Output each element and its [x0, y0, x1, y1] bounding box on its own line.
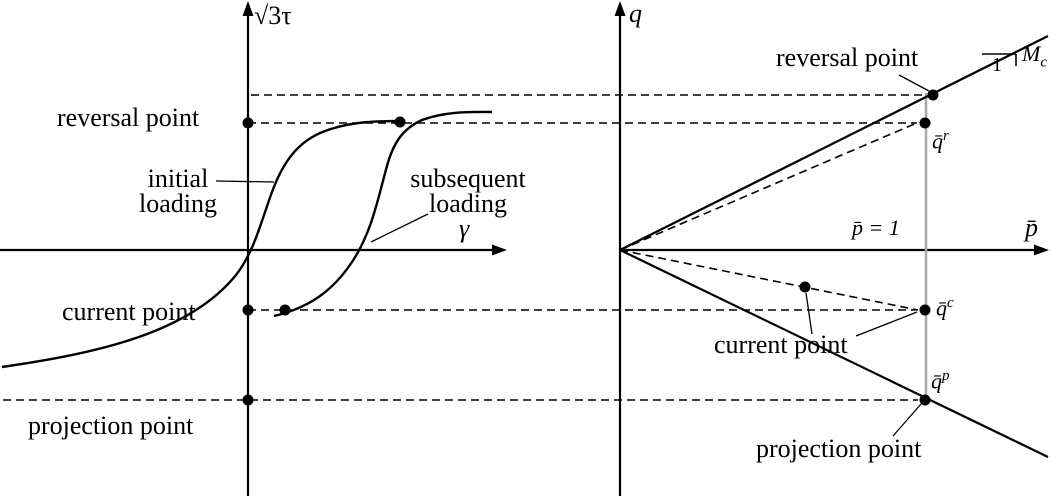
right-reversal-point-label: reversal point: [776, 43, 919, 72]
initial-loading-pointer-line: [215, 180, 275, 183]
current-point-pointer-line-2: [855, 311, 918, 337]
origin-to-current-dashed-ray: [619, 249, 919, 311]
right-y-axis-label: q: [629, 0, 642, 28]
right-current-point-dot: [799, 281, 811, 293]
q-bar-r-label: q̄r: [932, 128, 949, 154]
lower-boundary-line: [619, 249, 1049, 458]
left-current-axis-dot: [242, 304, 254, 316]
subsequent-loading-pointer-line: [370, 213, 429, 243]
left-x-axis-label: γ: [459, 214, 470, 243]
left-current-curve-dot: [279, 304, 291, 316]
right-current-point-label: current point: [714, 330, 848, 359]
critical-state-line-mc: [619, 35, 1049, 251]
initial-loading-curve: [1, 119, 402, 369]
initial-loading-label: initial loading: [128, 164, 228, 218]
left-reversal-axis-dot: [242, 117, 254, 129]
initial-loading-label-line2: loading: [139, 188, 217, 218]
right-x-axis-arrow: [1034, 244, 1049, 256]
left-y-axis-label: √3τ: [254, 1, 292, 30]
left-reversal-curve-dot: [394, 116, 406, 128]
subsequent-loading-curve: [273, 110, 493, 318]
right-y-axis-arrow: [614, 1, 626, 16]
projection-point-pointer-line: [892, 403, 922, 437]
right-reversal-point-dot: [927, 89, 939, 101]
left-reversal-point-label: reversal point: [57, 103, 200, 132]
left-current-point-label: current point: [62, 297, 196, 326]
subsequent-loading-label-line2: loading: [429, 188, 507, 218]
p-bar-one-label: p̄ = 1: [852, 215, 900, 240]
slope-mc-label: Mc: [1022, 41, 1047, 71]
initial-loading-label-line1: initial: [147, 164, 209, 193]
subsequent-loading-label-line1: subsequent: [410, 164, 526, 193]
left-projection-axis-dot: [242, 394, 254, 406]
origin-to-reversal-dashed-ray: [619, 121, 920, 251]
right-x-axis-label: p̄: [1025, 213, 1038, 242]
q-bar-p-projection-dot: [919, 394, 931, 406]
left-projection-point-label: projection point: [28, 411, 194, 440]
left-y-axis-arrow: [242, 1, 254, 16]
q-bar-p-label: q̄p: [931, 368, 950, 394]
q-bar-r-dot: [919, 117, 931, 129]
subsequent-loading-label: subsequent loading: [398, 164, 538, 218]
q-bar-c-dot: [919, 304, 931, 316]
slope-run-label: 1: [992, 54, 1002, 76]
left-x-axis-arrow: [492, 244, 507, 256]
q-bar-c-label: q̄c: [936, 295, 954, 321]
right-projection-point-label: projection point: [756, 434, 922, 463]
reversal-point-pointer-line: [898, 74, 930, 92]
current-point-pointer-line-1: [805, 292, 813, 335]
